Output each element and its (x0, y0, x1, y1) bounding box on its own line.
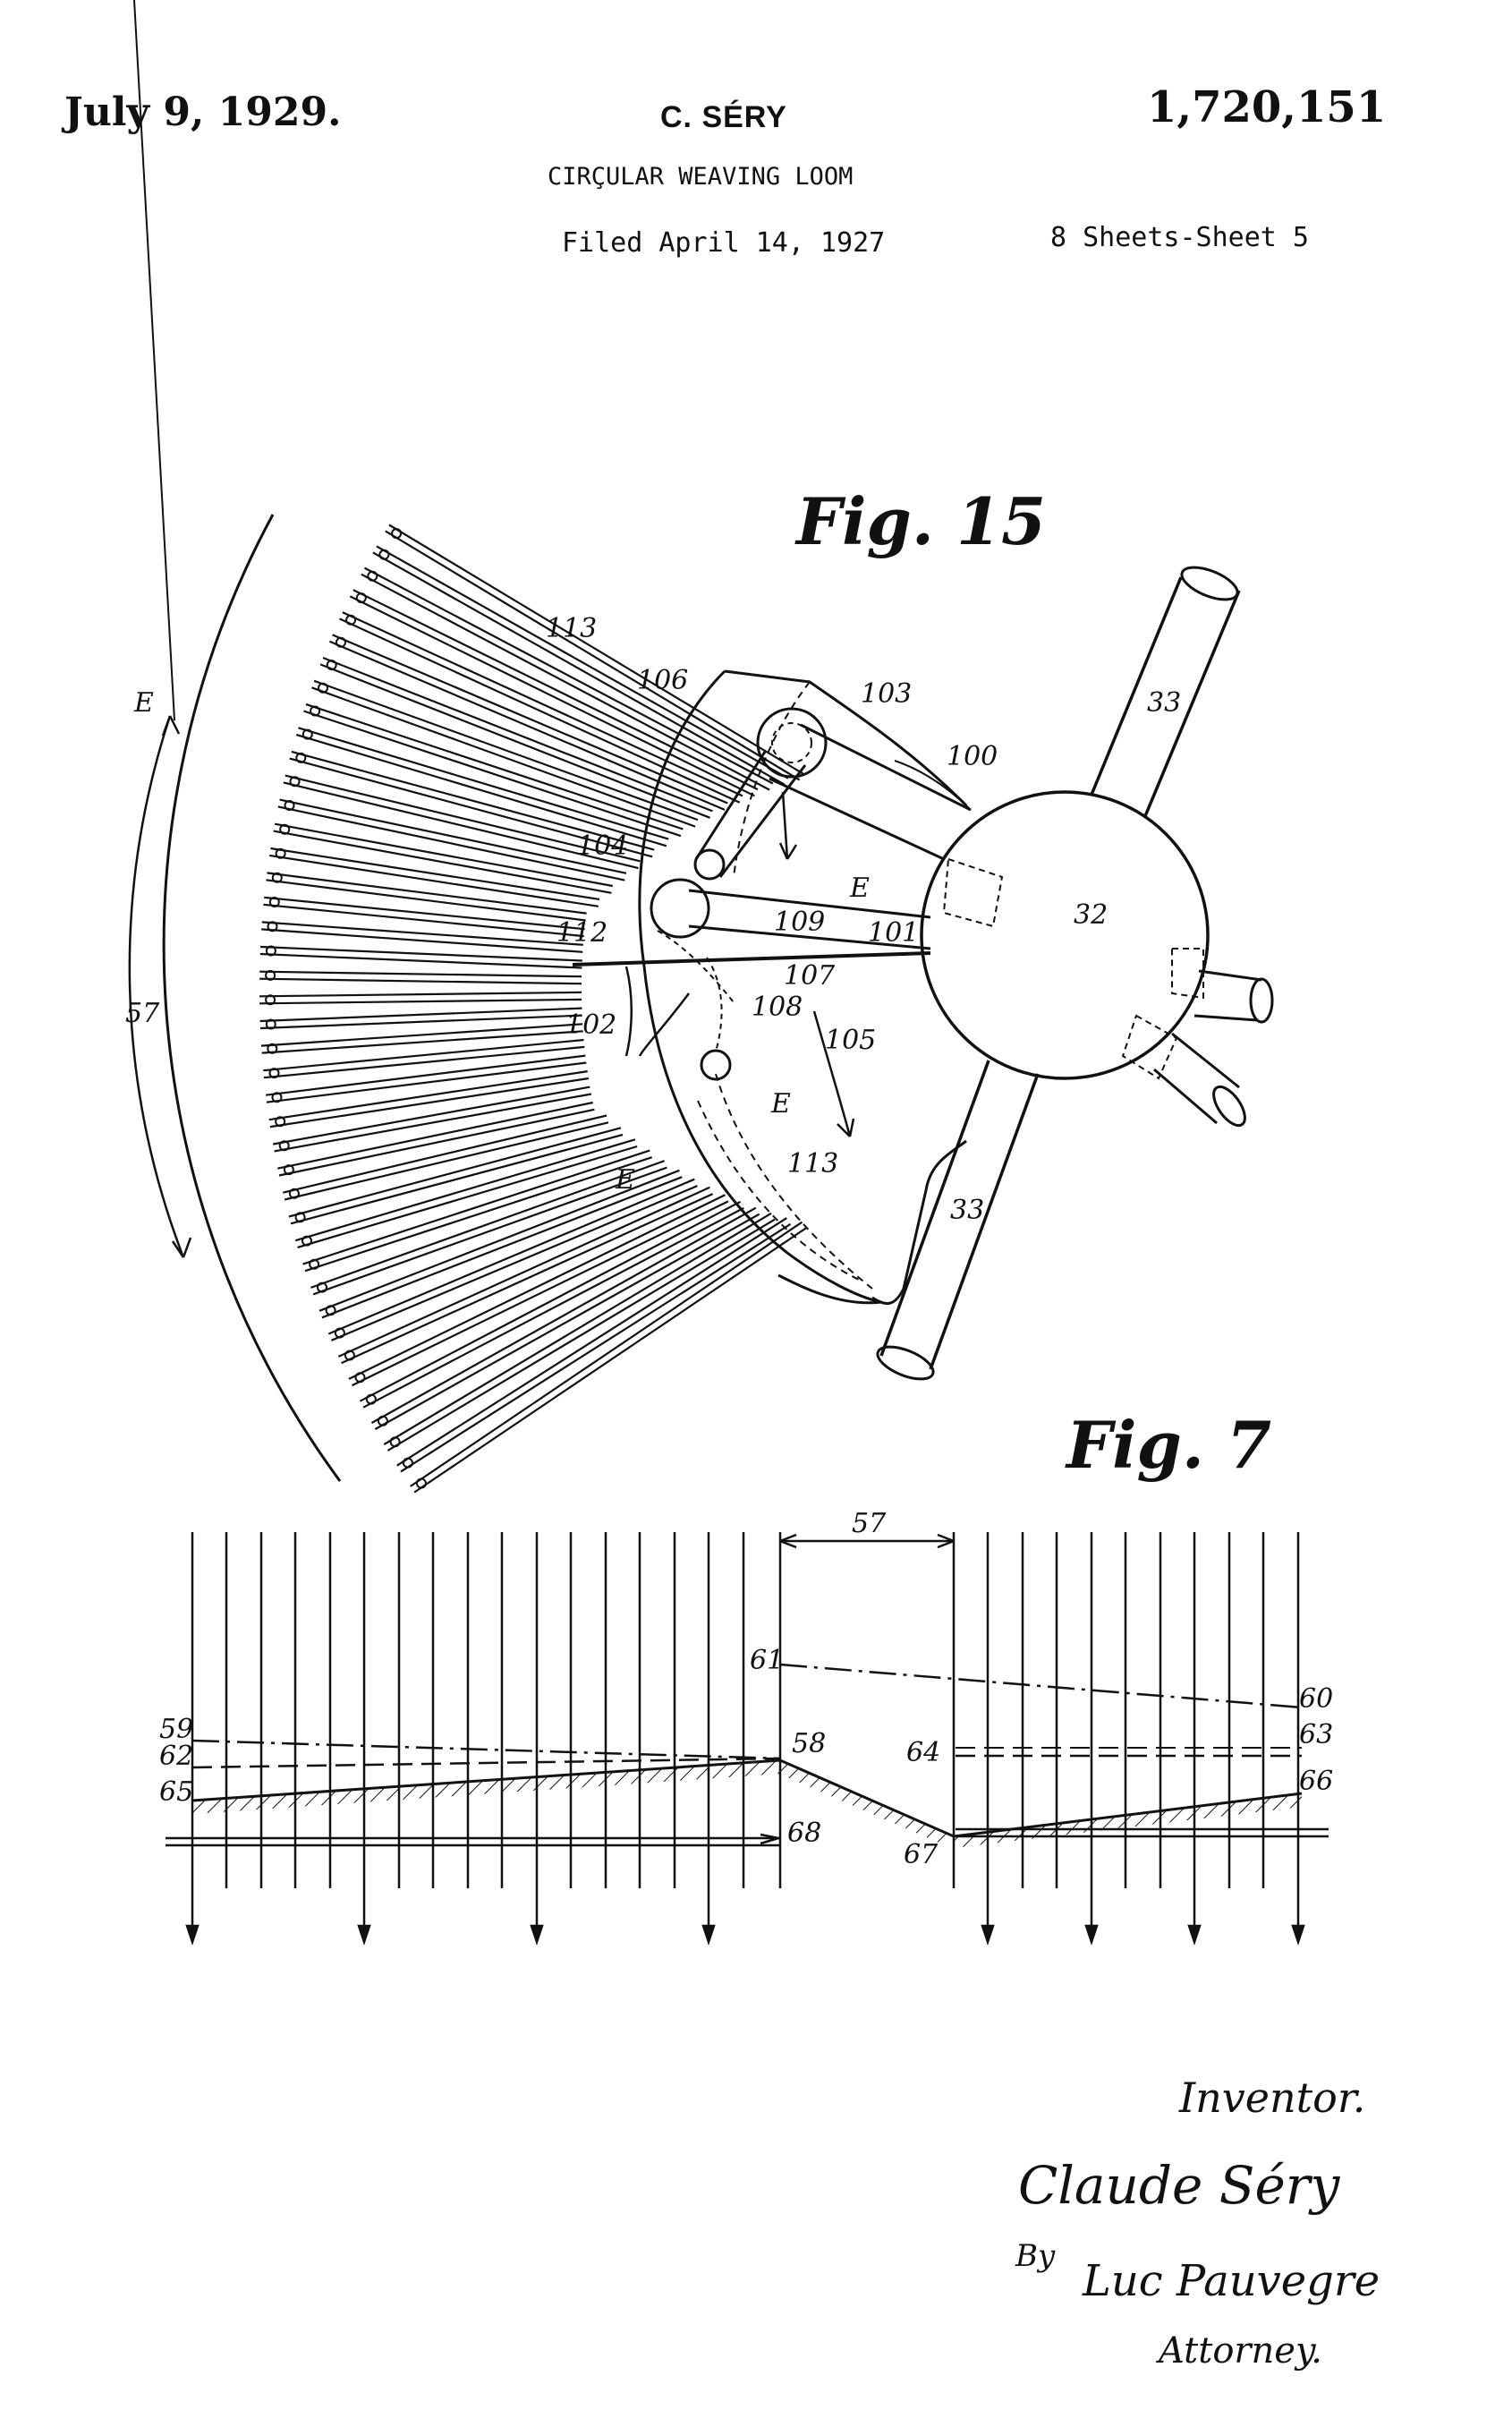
label-113-lower: 113 (787, 1148, 838, 1179)
pivot-104 (695, 850, 724, 879)
down-arrow (359, 1926, 370, 1942)
label-62: 62 (159, 1741, 193, 1772)
label-63: 63 (1299, 1719, 1333, 1750)
reed-dent (259, 1000, 582, 1003)
label-109: 109 (774, 907, 825, 938)
reed-dent (259, 972, 582, 977)
reed-dent (259, 979, 582, 984)
attorney-signature: Luc Pauvegre (1082, 2256, 1380, 2306)
reed-dent (260, 954, 582, 968)
label-104: 104 (577, 830, 628, 862)
reed-dent (397, 1218, 787, 1466)
reed-dent (386, 531, 800, 779)
label-105: 105 (825, 1025, 876, 1056)
label-E-lower: E (770, 1088, 791, 1120)
reed-dent (306, 704, 684, 830)
label-E-left: E (133, 687, 154, 719)
fig15-drawing: Fig. 15 (125, 0, 1272, 1493)
label-57: 57 (852, 1508, 887, 1539)
label-58: 58 (792, 1728, 826, 1759)
down-arrow (1086, 1926, 1097, 1942)
reed-dent (259, 992, 582, 996)
down-arrow (982, 1926, 993, 1942)
reed-dent (342, 1194, 713, 1363)
reed-dent (377, 546, 788, 778)
fig7-caption: Fig. 7 (1065, 1407, 1271, 1483)
down-arrow (703, 1926, 714, 1942)
label-103: 103 (861, 678, 912, 710)
label-107: 107 (784, 960, 836, 992)
label-57: 57 (125, 998, 160, 1029)
fig7-drawing: Fig. 7 57 61 60 59 62 65 58 (159, 1407, 1333, 1942)
reed-dent (373, 552, 785, 784)
reed-dent (289, 1128, 621, 1216)
line-59 (192, 1741, 780, 1759)
label-106: 106 (637, 665, 688, 696)
inventor-signature: Claude Séry (1018, 2155, 1341, 2216)
attorney-label: Attorney. (1155, 2330, 1322, 2372)
label-64: 64 (906, 1737, 940, 1768)
label-33-lower: 33 (950, 1195, 984, 1226)
down-arrow (187, 1926, 198, 1942)
label-67: 67 (904, 1839, 939, 1870)
arm-100 (769, 725, 971, 859)
label-65: 65 (159, 1776, 193, 1808)
reed-dent (274, 831, 612, 893)
label-100: 100 (947, 741, 998, 772)
reed-dent (349, 1195, 725, 1379)
label-66: 66 (1299, 1766, 1333, 1797)
hub-32 (922, 792, 1208, 1078)
label-32: 32 (1074, 899, 1108, 931)
reed-dent (414, 1228, 806, 1492)
reed-dent (260, 1009, 582, 1021)
reed-dent (263, 1040, 583, 1070)
fan-outer-arc (164, 515, 340, 1481)
label-68: 68 (787, 1818, 821, 1849)
label-108: 108 (752, 992, 803, 1023)
label-61: 61 (750, 1645, 784, 1676)
down-arrow (1293, 1926, 1304, 1942)
label-113: 113 (546, 613, 597, 644)
label-102: 102 (565, 1009, 616, 1041)
fig15-caption: Fig. 15 (794, 483, 1046, 559)
reed-fan (259, 525, 806, 1493)
down-arrow (1189, 1926, 1200, 1942)
label-33-upper: 33 (1147, 687, 1181, 719)
pivot-102 (651, 880, 709, 937)
label-E-center: E (849, 873, 870, 904)
reed-dent (263, 905, 583, 936)
line-61-60 (780, 1665, 1302, 1707)
label-60: 60 (1299, 1683, 1333, 1715)
fig7-warp-lines (187, 1532, 1304, 1942)
down-arrow (531, 1926, 542, 1942)
signature-block: Inventor. Claude Séry By Luc Pauvegre At… (1015, 2074, 1380, 2372)
rod-112 (573, 953, 930, 965)
reed-dent (401, 1224, 791, 1472)
inventor-label: Inventor. (1178, 2074, 1365, 2122)
label-101: 101 (868, 917, 919, 949)
reed-dent (260, 1016, 582, 1028)
spoke-lower-right (1154, 1034, 1239, 1123)
label-E-bottom: E (615, 1164, 635, 1196)
label-112: 112 (556, 917, 607, 949)
by-label: By (1015, 2238, 1056, 2274)
